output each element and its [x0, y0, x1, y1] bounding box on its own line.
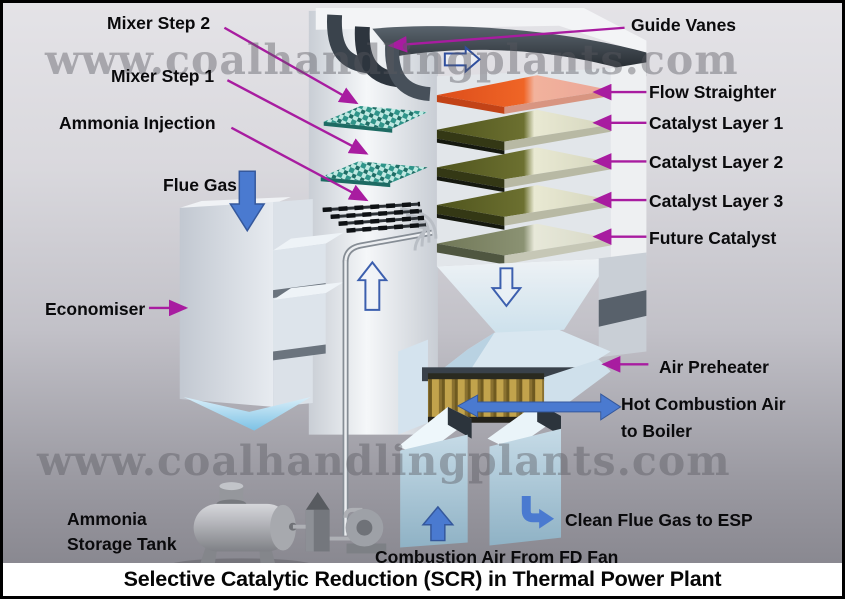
label-future-catalyst: Future Catalyst [649, 228, 777, 248]
title-bar: Selective Catalytic Reduction (SCR) in T… [3, 563, 842, 596]
label-ammonia-storage-tank-line1: Ammonia [67, 509, 147, 529]
label-catalyst-layer-2: Catalyst Layer 2 [649, 152, 784, 172]
scr-diagram-graphic [148, 7, 649, 573]
clean-flue-gas-arrow [521, 496, 555, 529]
watermark-bottom: www.coalhandlingplants.com [37, 437, 731, 485]
label-hot-combustion-air-line2: to Boiler [621, 421, 692, 441]
ammonia-vaporizer-graphic [305, 492, 330, 552]
label-mixer-step-1: Mixer Step 1 [111, 66, 215, 86]
ammonia-pump-graphic [343, 507, 387, 554]
label-mixer-step-2: Mixer Step 2 [107, 13, 211, 33]
combustion-air-arrow [421, 505, 455, 542]
label-ammonia-storage-tank-line2: Storage Tank [67, 534, 177, 554]
pointer-ammonia-injection [230, 126, 369, 202]
economiser-hopper [183, 397, 311, 431]
economiser-graphic [179, 197, 344, 431]
label-ammonia-injection: Ammonia Injection [59, 113, 216, 133]
ammonia-pipework [342, 207, 438, 536]
label-combustion-air: Combustion Air From FD Fan [375, 547, 619, 567]
label-clean-flue-gas: Clean Flue Gas to ESP [565, 510, 753, 530]
catalyst-layer-3-slab [436, 185, 611, 230]
mixer-disc-step2 [323, 105, 428, 133]
label-economiser: Economiser [45, 299, 146, 319]
future-catalyst-slab [436, 223, 611, 265]
scr-reactor-graphic [436, 62, 647, 358]
catalyst-layer-2-slab [436, 147, 611, 193]
pointer-mixer-step-1 [226, 79, 369, 155]
label-hot-combustion-air-line1: Hot Combustion Air [621, 394, 786, 414]
pointer-guide-vanes [387, 26, 625, 53]
ammonia-injection-grid [322, 201, 427, 233]
catalyst-layer-1-slab [436, 109, 611, 155]
label-flow-straighter: Flow Straighter [649, 82, 777, 102]
reactor-hopper [436, 258, 611, 334]
flue-gas-arrow [229, 170, 266, 233]
label-catalyst-layer-1: Catalyst Layer 1 [649, 113, 784, 133]
page-title: Selective Catalytic Reduction (SCR) in T… [123, 567, 722, 591]
pointer-mixer-step-2 [223, 26, 359, 105]
flow-straightener-slab [436, 75, 611, 114]
label-air-preheater: Air Preheater [659, 357, 769, 377]
label-hot-combustion-air: Hot Combustion Air to Boiler [621, 391, 786, 445]
flow-down-arrow [490, 267, 523, 308]
label-ammonia-storage-tank: Ammonia Storage Tank [67, 507, 177, 557]
label-guide-vanes: Guide Vanes [631, 15, 737, 35]
flow-up-arrow [356, 260, 389, 311]
mixer-disc-step1 [320, 161, 428, 188]
watermark-top: www.coalhandlingplants.com [45, 36, 739, 84]
label-flue-gas: Flue Gas [163, 175, 237, 195]
hot-combustion-air-arrow [456, 393, 622, 421]
flow-right-arrow [443, 45, 482, 74]
label-catalyst-layer-3: Catalyst Layer 3 [649, 191, 784, 211]
